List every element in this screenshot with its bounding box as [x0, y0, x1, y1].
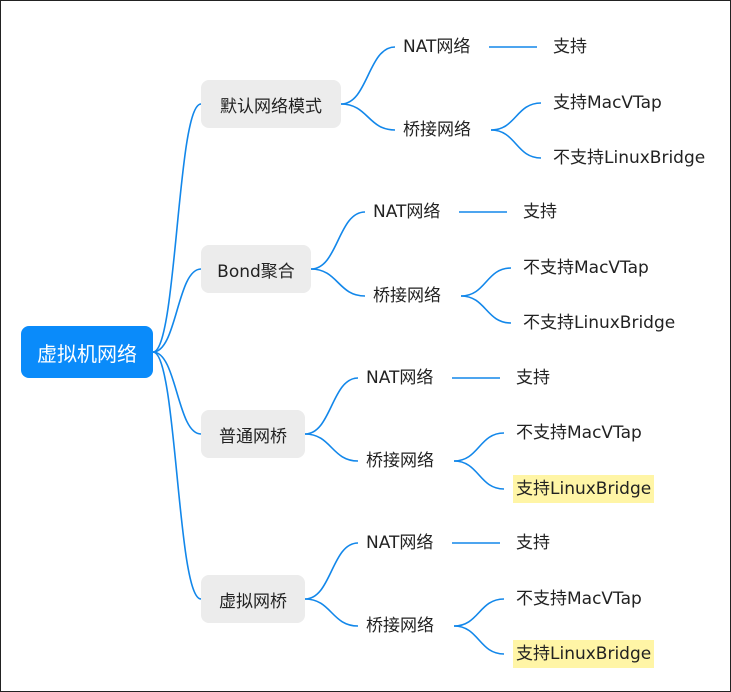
bridge-node-normal-bridge[interactable]: 桥接网络	[366, 451, 434, 471]
nat-node-default[interactable]: NAT网络	[403, 37, 471, 57]
root-to-branch-connector-2	[152, 351, 202, 435]
bridge-item-virtual-bridge-linuxbridge: 支持LinuxBridge	[513, 640, 655, 668]
branch-to-bridge-connector-0	[340, 103, 396, 131]
nat-result-default: 支持	[553, 37, 587, 57]
nat-node-normal-bridge[interactable]: NAT网络	[366, 368, 434, 388]
bridge-item-default-linuxbridge: 不支持LinuxBridge	[553, 148, 706, 168]
bridge-to-item-connector-3-0	[453, 598, 505, 627]
nat-node-virtual-bridge[interactable]: NAT网络	[366, 533, 434, 553]
branch-to-nat-connector-2	[304, 377, 359, 435]
bridge-to-item-connector-2-1	[453, 460, 505, 490]
root-node[interactable]: 虚拟机网络	[21, 326, 153, 378]
branch-node-virtual-bridge[interactable]: 虚拟网桥	[201, 575, 305, 623]
bridge-node-bond[interactable]: 桥接网络	[373, 286, 441, 306]
bridge-to-item-connector-1-0	[460, 267, 512, 297]
nat-result-normal-bridge: 支持	[516, 368, 550, 388]
branch-node-default[interactable]: 默认网络模式	[201, 80, 341, 128]
nat-result-virtual-bridge: 支持	[516, 533, 550, 553]
bridge-to-item-connector-0-0	[490, 102, 542, 131]
bridge-to-item-connector-0-1	[490, 129, 542, 159]
bridge-item-normal-bridge-linuxbridge: 支持LinuxBridge	[513, 475, 655, 503]
branch-node-bond[interactable]: Bond聚合	[201, 245, 311, 293]
branch-to-nat-connector-1	[310, 211, 366, 270]
bridge-item-virtual-bridge-macvtap: 不支持MacVTap	[516, 589, 642, 609]
branch-to-nat-connector-3	[304, 542, 359, 600]
bridge-to-item-connector-3-1	[453, 625, 505, 655]
branch-to-nat-connector-0	[340, 46, 396, 105]
bridge-to-item-connector-1-1	[460, 295, 512, 324]
bridge-node-virtual-bridge[interactable]: 桥接网络	[366, 616, 434, 636]
bridge-item-normal-bridge-macvtap: 不支持MacVTap	[516, 423, 642, 443]
bridge-item-bond-linuxbridge: 不支持LinuxBridge	[523, 313, 676, 333]
root-to-branch-connector-1	[152, 268, 202, 353]
bridge-node-default[interactable]: 桥接网络	[403, 120, 471, 140]
bridge-to-item-connector-2-0	[453, 432, 505, 462]
root-to-branch-connector-3	[152, 351, 202, 600]
bridge-item-bond-macvtap: 不支持MacVTap	[523, 258, 649, 278]
bridge-item-default-macvtap: 支持MacVTap	[553, 93, 662, 113]
branch-node-normal-bridge[interactable]: 普通网桥	[201, 410, 305, 458]
nat-node-bond[interactable]: NAT网络	[373, 202, 441, 222]
branch-to-bridge-connector-3	[304, 598, 359, 627]
branch-to-bridge-connector-1	[310, 268, 366, 297]
root-to-branch-connector-0	[152, 103, 202, 353]
nat-result-bond: 支持	[523, 202, 557, 222]
branch-to-bridge-connector-2	[304, 433, 359, 462]
